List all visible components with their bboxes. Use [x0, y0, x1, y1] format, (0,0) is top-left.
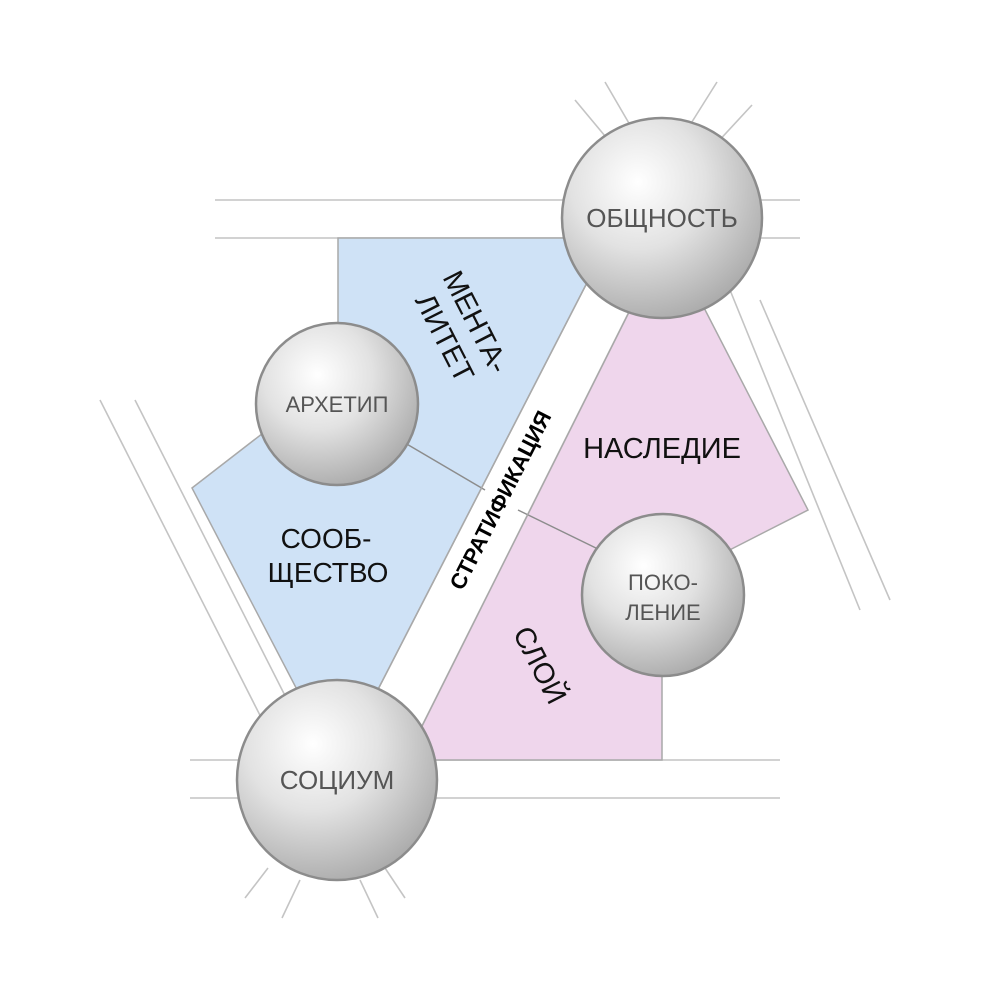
- pokolenie-sphere: [580, 512, 746, 678]
- pink-region-divider: [517, 509, 601, 551]
- band-edge-left: [369, 237, 611, 706]
- band-edge-right: [404, 299, 636, 761]
- bottom-ray-4: [359, 879, 379, 919]
- blue-region-divider: [404, 442, 486, 491]
- node-arkhetip[interactable]: АРХЕТИП: [254, 321, 420, 487]
- arkhetip-label: АРХЕТИП: [286, 392, 389, 417]
- soobshchestvo-label-line2: ЩЕСТВО: [268, 557, 389, 588]
- pokolenie-label-line1: ПОКО-: [628, 570, 698, 595]
- arkhetip-sphere: [254, 321, 420, 487]
- top-ray-3: [689, 81, 718, 126]
- bottom-ray-3: [384, 867, 406, 899]
- node-pokolenie[interactable]: ПОКО- ЛЕНИЕ: [580, 512, 746, 678]
- node-obshchnost[interactable]: ОБЩНОСТЬ: [560, 116, 764, 320]
- left-diagonal-outer: [99, 399, 271, 736]
- socium-label: СОЦИУМ: [280, 765, 395, 795]
- left-diagonal-inner: [134, 399, 306, 736]
- right-diagonal-inner: [729, 289, 861, 611]
- socium-sphere: [235, 678, 439, 882]
- bottom-ray-2: [281, 879, 301, 919]
- obshchnost-sphere: [560, 116, 764, 320]
- bottom-ray-1: [244, 867, 269, 899]
- node-socium[interactable]: СОЦИУМ: [235, 678, 439, 882]
- soobshchestvo-label-group: СООБ- ЩЕСТВО: [268, 523, 389, 588]
- obshchnost-label: ОБЩНОСТЬ: [586, 203, 738, 233]
- top-ray-1: [604, 81, 631, 126]
- soobshchestvo-label-line1: СООБ-: [281, 523, 372, 554]
- nasledie-label: НАСЛЕДИЕ: [583, 433, 741, 465]
- pokolenie-label-line2: ЛЕНИЕ: [625, 600, 701, 625]
- right-diagonal-outer: [759, 299, 891, 601]
